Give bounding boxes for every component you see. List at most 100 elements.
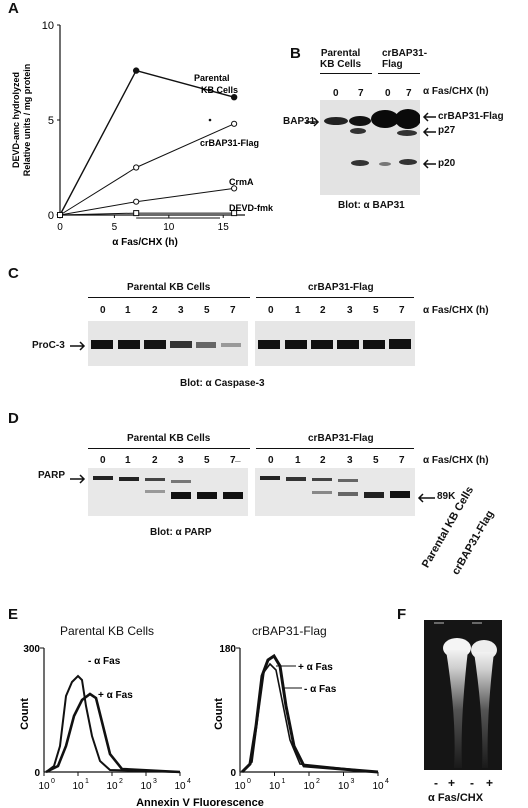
arrow-left-icon: [422, 159, 436, 169]
panel-d-lane-label: 7: [399, 455, 405, 466]
panel-c-lane-label: 0: [268, 305, 274, 316]
panel-c-lane-label: 5: [204, 305, 210, 316]
panel-d-dash: _: [235, 452, 241, 463]
panel-d-blot-caption: Blot: α PARP: [150, 527, 212, 538]
panel-c-lane-label: 2: [152, 305, 158, 316]
chart-a-point: [133, 198, 140, 205]
chart-a-series-label: KB Cells: [201, 85, 238, 95]
arrow-left-icon: [422, 127, 436, 137]
panel-f-sign: +: [448, 776, 456, 790]
hist1-ymin: 0: [34, 768, 40, 779]
hist-xtick-label: 10: [140, 781, 152, 792]
chart-a-xlabel: α Fas/CHX (h): [112, 237, 178, 248]
hist-xtick-exp: 0: [247, 778, 251, 785]
panel-d-lane-label: 2: [152, 455, 158, 466]
panel-e-xlabel: Annexin V Fluorescence: [136, 797, 264, 808]
panel-c-lane-label: 7: [399, 305, 405, 316]
panel-c-blot: [88, 321, 415, 366]
hist-xtick-exp: 2: [119, 778, 123, 785]
panel-f-sign: +: [486, 776, 494, 790]
panel-b-lane-2: 0: [385, 88, 391, 99]
panel-b-group2-label: crBAP31- Flag: [382, 48, 427, 70]
chart-a-ytick-label: 5: [48, 115, 54, 127]
panel-d-lane-label: 0: [100, 455, 106, 466]
hist-xtick-label: 10: [303, 781, 315, 792]
chart-a-xtick-label: 15: [218, 222, 230, 233]
panel-b-blot-caption: Blot: α BAP31: [338, 200, 405, 211]
panel-d-blot: [88, 468, 415, 516]
chart-a-series-label: DEVD-fmk: [229, 203, 274, 213]
hist2-ann-plus: + α Fas: [298, 662, 333, 673]
panel-d-lane-label: 1: [295, 455, 301, 466]
panel-c-group1-underline: [88, 297, 250, 298]
panel-d-label: D: [8, 410, 19, 427]
panel-c-lane-label: 2: [320, 305, 326, 316]
hist-xtick-label: 10: [106, 781, 118, 792]
panel-d-lane-label: 7: [230, 455, 236, 466]
panel-d-lane-label: 0: [268, 455, 274, 466]
panel-d-lane-label: 3: [347, 455, 353, 466]
chart-a-point: [231, 185, 238, 192]
hist-xtick-label: 10: [269, 781, 281, 792]
panel-b-treatment: α Fas/CHX (h): [423, 86, 489, 97]
panel-c-group1: Parental KB Cells: [127, 282, 211, 293]
hist1-ylabel: Count: [19, 698, 31, 730]
arrow-right-icon: [70, 474, 86, 484]
hist-xtick-label: 10: [338, 781, 350, 792]
hist2-ymin: 0: [230, 768, 236, 779]
hist2-ann-minus: - α Fas: [304, 684, 337, 695]
panel-e-hist2-title: crBAP31-Flag: [252, 624, 327, 638]
chart-a-xtick-label: 5: [112, 222, 118, 233]
panel-c-lane-label: 5: [373, 305, 379, 316]
panel-f-gel: [424, 620, 502, 770]
panel-d-group2: crBAP31-Flag: [308, 433, 374, 444]
panel-c-lane-label: 0: [100, 305, 106, 316]
hist-xtick-label: 10: [372, 781, 384, 792]
panel-b-group1-label: Parental KB Cells: [320, 48, 361, 70]
chart-a-ylabel-1: DEVD-amc hydrolyzed: [11, 72, 21, 168]
panel-b-group1-underline: [320, 73, 372, 74]
panel-b-group2-underline: [378, 73, 420, 74]
arrow-left-icon: [422, 112, 436, 122]
chart-a-point: [133, 164, 140, 171]
chart-a-ytick-label: 0: [48, 210, 54, 222]
panel-d-lane-label: 1: [125, 455, 131, 466]
panel-e-hist1-title: Parental KB Cells: [60, 624, 155, 638]
chart-a-ytick-label: 10: [42, 20, 54, 32]
hist1-ann-minus: - α Fas: [88, 656, 121, 667]
panel-d-group1-underline: [88, 448, 250, 449]
panel-b-group2-line1: crBAP31-: [382, 48, 428, 59]
panel-d-lane-label: 5: [204, 455, 210, 466]
hist-xtick-exp: 0: [51, 778, 55, 785]
panel-d-lane-label: 2: [320, 455, 326, 466]
panel-b-lane-1: 7: [358, 88, 364, 99]
panel-b-group1-line1: Parental: [320, 48, 361, 59]
panel-f-treatment: α Fas/CHX: [428, 792, 484, 804]
panel-c-label: C: [8, 265, 19, 282]
panel-d-marker-89k: 89K: [437, 491, 456, 502]
panel-c-blot-caption: Blot: α Caspase-3: [180, 378, 265, 389]
hist-xtick-exp: 2: [316, 778, 320, 785]
chart-a-point: [57, 212, 63, 218]
panel-c-treatment: α Fas/CHX (h): [423, 305, 489, 316]
chart-a-point: [132, 67, 140, 74]
hist-xtick-label: 10: [72, 781, 84, 792]
panel-b-marker-p20: p20: [438, 158, 456, 169]
panel-b-lane-0: 0: [333, 88, 339, 99]
chart-a-ylabel-2: Relative units / mg protein: [22, 64, 32, 177]
panel-e-label: E: [8, 606, 19, 623]
panel-c-group2-underline: [256, 297, 414, 298]
panel-f-label: F: [397, 606, 407, 623]
hist-xtick-exp: 1: [282, 778, 286, 785]
panel-c-lane-label: 1: [125, 305, 131, 316]
panel-b-label: B: [290, 45, 301, 62]
arrow-left-icon: [417, 493, 435, 503]
panel-c-lane-label: 7: [230, 305, 236, 316]
hist-xtick-exp: 1: [85, 778, 89, 785]
panel-a-label: A: [8, 0, 19, 17]
chart-a-point: [231, 210, 238, 217]
chart-a-series-label: CrmA: [229, 177, 254, 187]
panel-f-sign: -: [470, 776, 474, 790]
arrow-right-icon: [306, 117, 320, 127]
panel-d-lane-label: 5: [373, 455, 379, 466]
